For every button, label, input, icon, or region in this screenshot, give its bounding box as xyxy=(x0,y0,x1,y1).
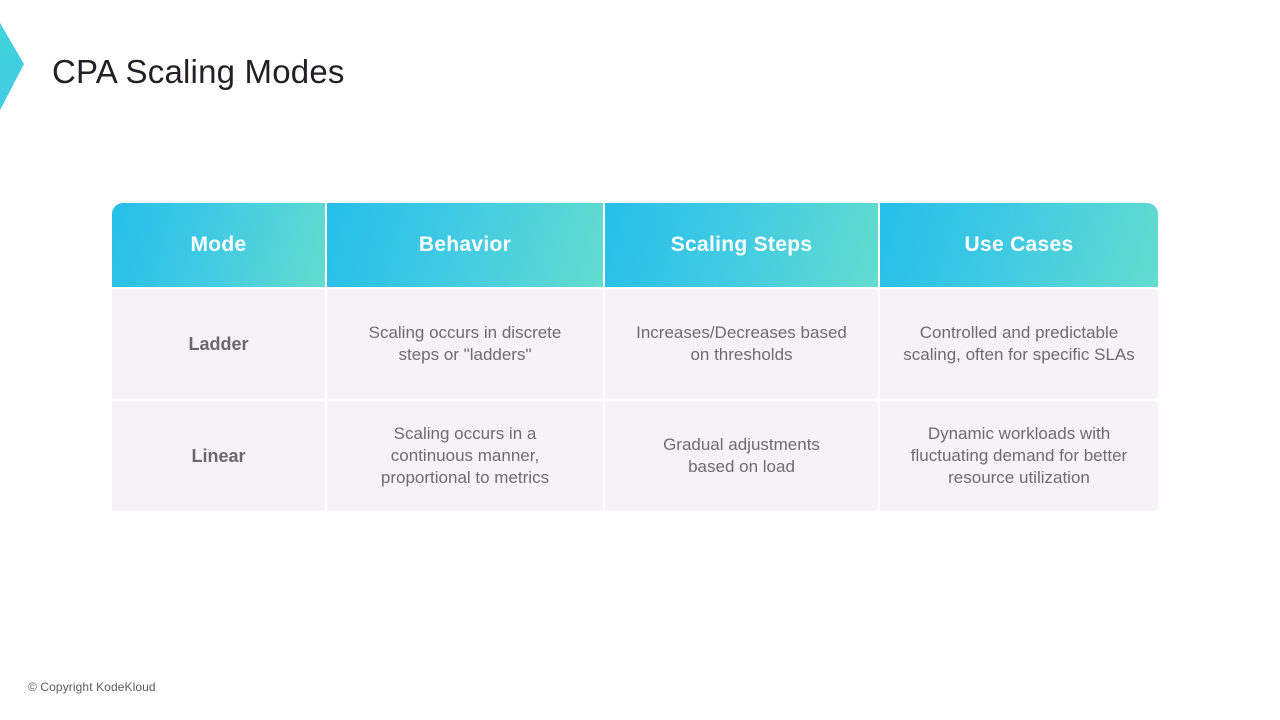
cell-scaling-steps-ladder: Increases/Decreases based on thresholds xyxy=(605,287,880,399)
page-title: CPA Scaling Modes xyxy=(52,53,345,90)
column-header-behavior: Behavior xyxy=(327,203,605,287)
cell-behavior-linear: Scaling occurs in a continuous manner, p… xyxy=(327,399,605,511)
table-header-row: Mode Behavior Scaling Steps Use Cases xyxy=(112,203,1158,287)
cell-mode-ladder: Ladder xyxy=(112,287,327,399)
cell-scaling-steps-linear: Gradual adjustments based on load xyxy=(605,399,880,511)
column-header-mode-label: Mode xyxy=(190,233,247,256)
cell-behavior-ladder: Scaling occurs in discrete steps or "lad… xyxy=(327,287,605,399)
column-header-behavior-label: Behavior xyxy=(418,233,512,256)
table-row: Ladder Scaling occurs in discrete steps … xyxy=(112,287,1158,399)
cell-use-cases-linear: Dynamic workloads with fluctuating deman… xyxy=(880,399,1158,511)
column-header-use-cases: Use Cases xyxy=(880,203,1158,287)
column-header-use-cases-label: Use Cases xyxy=(964,233,1074,256)
cell-mode-linear: Linear xyxy=(112,399,327,511)
kodekloud-chevron-logo xyxy=(0,14,46,122)
column-header-scaling-steps-label: Scaling Steps xyxy=(670,233,813,256)
column-header-scaling-steps: Scaling Steps xyxy=(605,203,880,287)
table-row: Linear Scaling occurs in a continuous ma… xyxy=(112,399,1158,511)
cell-use-cases-ladder: Controlled and predictable scaling, ofte… xyxy=(880,287,1158,399)
column-header-mode: Mode xyxy=(112,203,327,287)
scaling-modes-table: Mode Behavior Scaling Steps Use Cases La… xyxy=(112,203,1158,511)
copyright-footer: © Copyright KodeKloud xyxy=(28,680,156,694)
